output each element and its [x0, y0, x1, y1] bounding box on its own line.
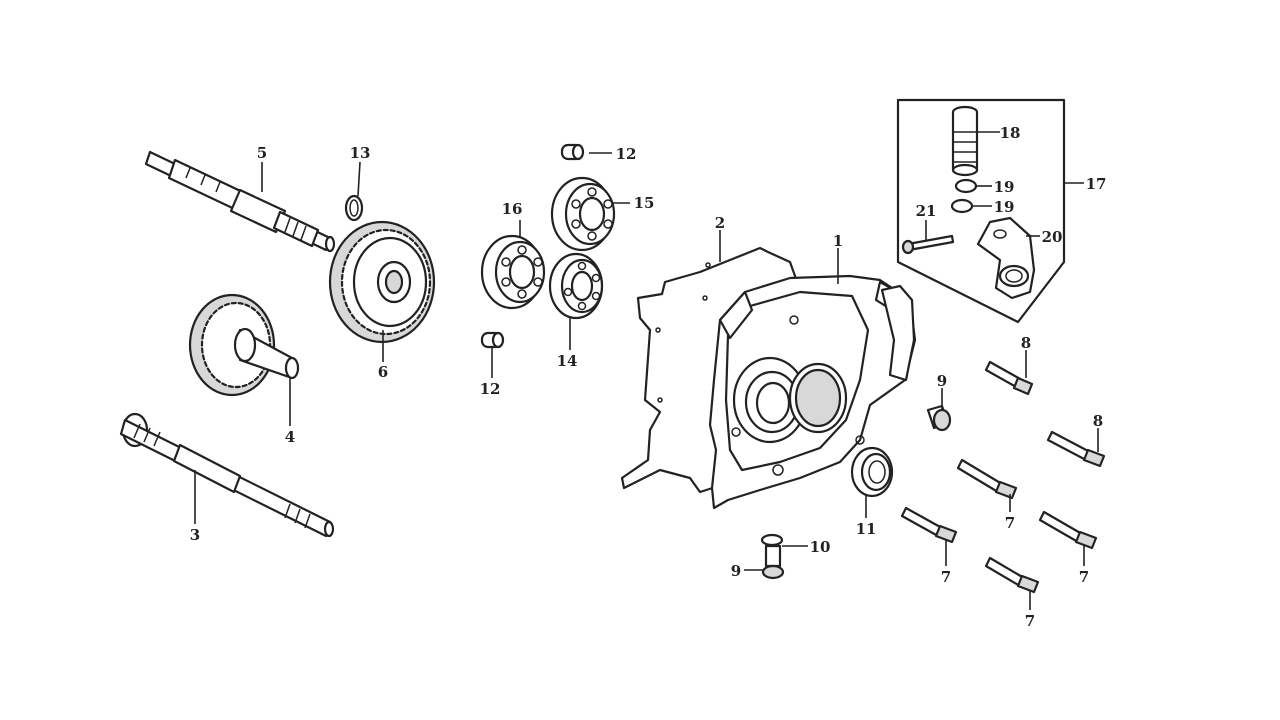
part-8-bolt-b	[1046, 430, 1106, 468]
callout-17: 17	[1086, 175, 1107, 193]
callout-7-c: 7	[1079, 568, 1089, 586]
callout-labels: 1 2 3 4 5 6 7 7 7 7 8 8 9 9 10 11 12 12 …	[190, 124, 1107, 630]
callout-4: 4	[285, 428, 295, 446]
part-10-washer	[760, 533, 784, 547]
callout-18: 18	[1000, 124, 1021, 142]
part-12-dowel-pin-lower	[480, 331, 505, 349]
part-1-transmission-cover	[708, 274, 917, 510]
callout-10: 10	[810, 538, 831, 556]
part-3-drive-shaft	[119, 412, 335, 538]
part-8-bolt-a	[984, 360, 1034, 396]
part-19-o-ring-a	[954, 178, 978, 194]
part-16-bearing	[480, 234, 546, 310]
callout-20: 20	[1042, 228, 1063, 246]
part-6-final-gear	[328, 220, 436, 344]
callout-13: 13	[350, 144, 371, 162]
callout-6: 6	[378, 363, 388, 381]
callout-3: 3	[190, 526, 200, 544]
part-18-filter	[951, 105, 979, 177]
callout-19-b: 19	[994, 198, 1015, 216]
part-9-drain-bolt	[761, 544, 785, 580]
callout-16: 16	[502, 200, 523, 218]
part-13-circlip	[344, 194, 364, 222]
callout-14: 14	[557, 352, 578, 370]
leader-lines	[194, 131, 1099, 610]
callout-2: 2	[715, 214, 725, 232]
callout-1: 1	[833, 232, 843, 250]
part-15-bearing	[550, 176, 616, 252]
part-21-bolt	[901, 234, 955, 255]
part-17-kit-outline	[896, 98, 1066, 324]
part-19-o-ring-b	[950, 198, 974, 214]
part-7-bolt-c	[1038, 510, 1098, 550]
part-9-bolt-upper	[926, 404, 952, 432]
callout-9-b: 9	[731, 562, 741, 580]
callout-12-b: 12	[480, 380, 501, 398]
callout-8-a: 8	[1021, 334, 1031, 352]
callout-19-a: 19	[994, 178, 1015, 196]
part-7-bolt-a	[956, 458, 1018, 500]
part-5-countershaft	[144, 150, 336, 253]
callout-12-a: 12	[616, 145, 637, 163]
part-20-cover-plate	[976, 216, 1036, 300]
callout-15: 15	[634, 194, 655, 212]
part-7-bolt-b	[900, 506, 958, 544]
part-11-oil-seal	[850, 446, 894, 498]
callout-8-b: 8	[1093, 412, 1103, 430]
part-7-bolt-d	[984, 556, 1040, 594]
part-4-counter-gear	[188, 293, 300, 397]
part-14-bearing	[548, 252, 604, 320]
callout-9-a: 9	[937, 372, 947, 390]
callout-11: 11	[856, 520, 877, 538]
callout-7-a: 7	[1005, 514, 1015, 532]
callout-21: 21	[916, 202, 937, 220]
callout-5: 5	[257, 144, 267, 162]
callout-7-d: 7	[1025, 612, 1035, 630]
callout-7-b: 7	[941, 568, 951, 586]
part-12-dowel-pin-upper	[560, 143, 585, 161]
